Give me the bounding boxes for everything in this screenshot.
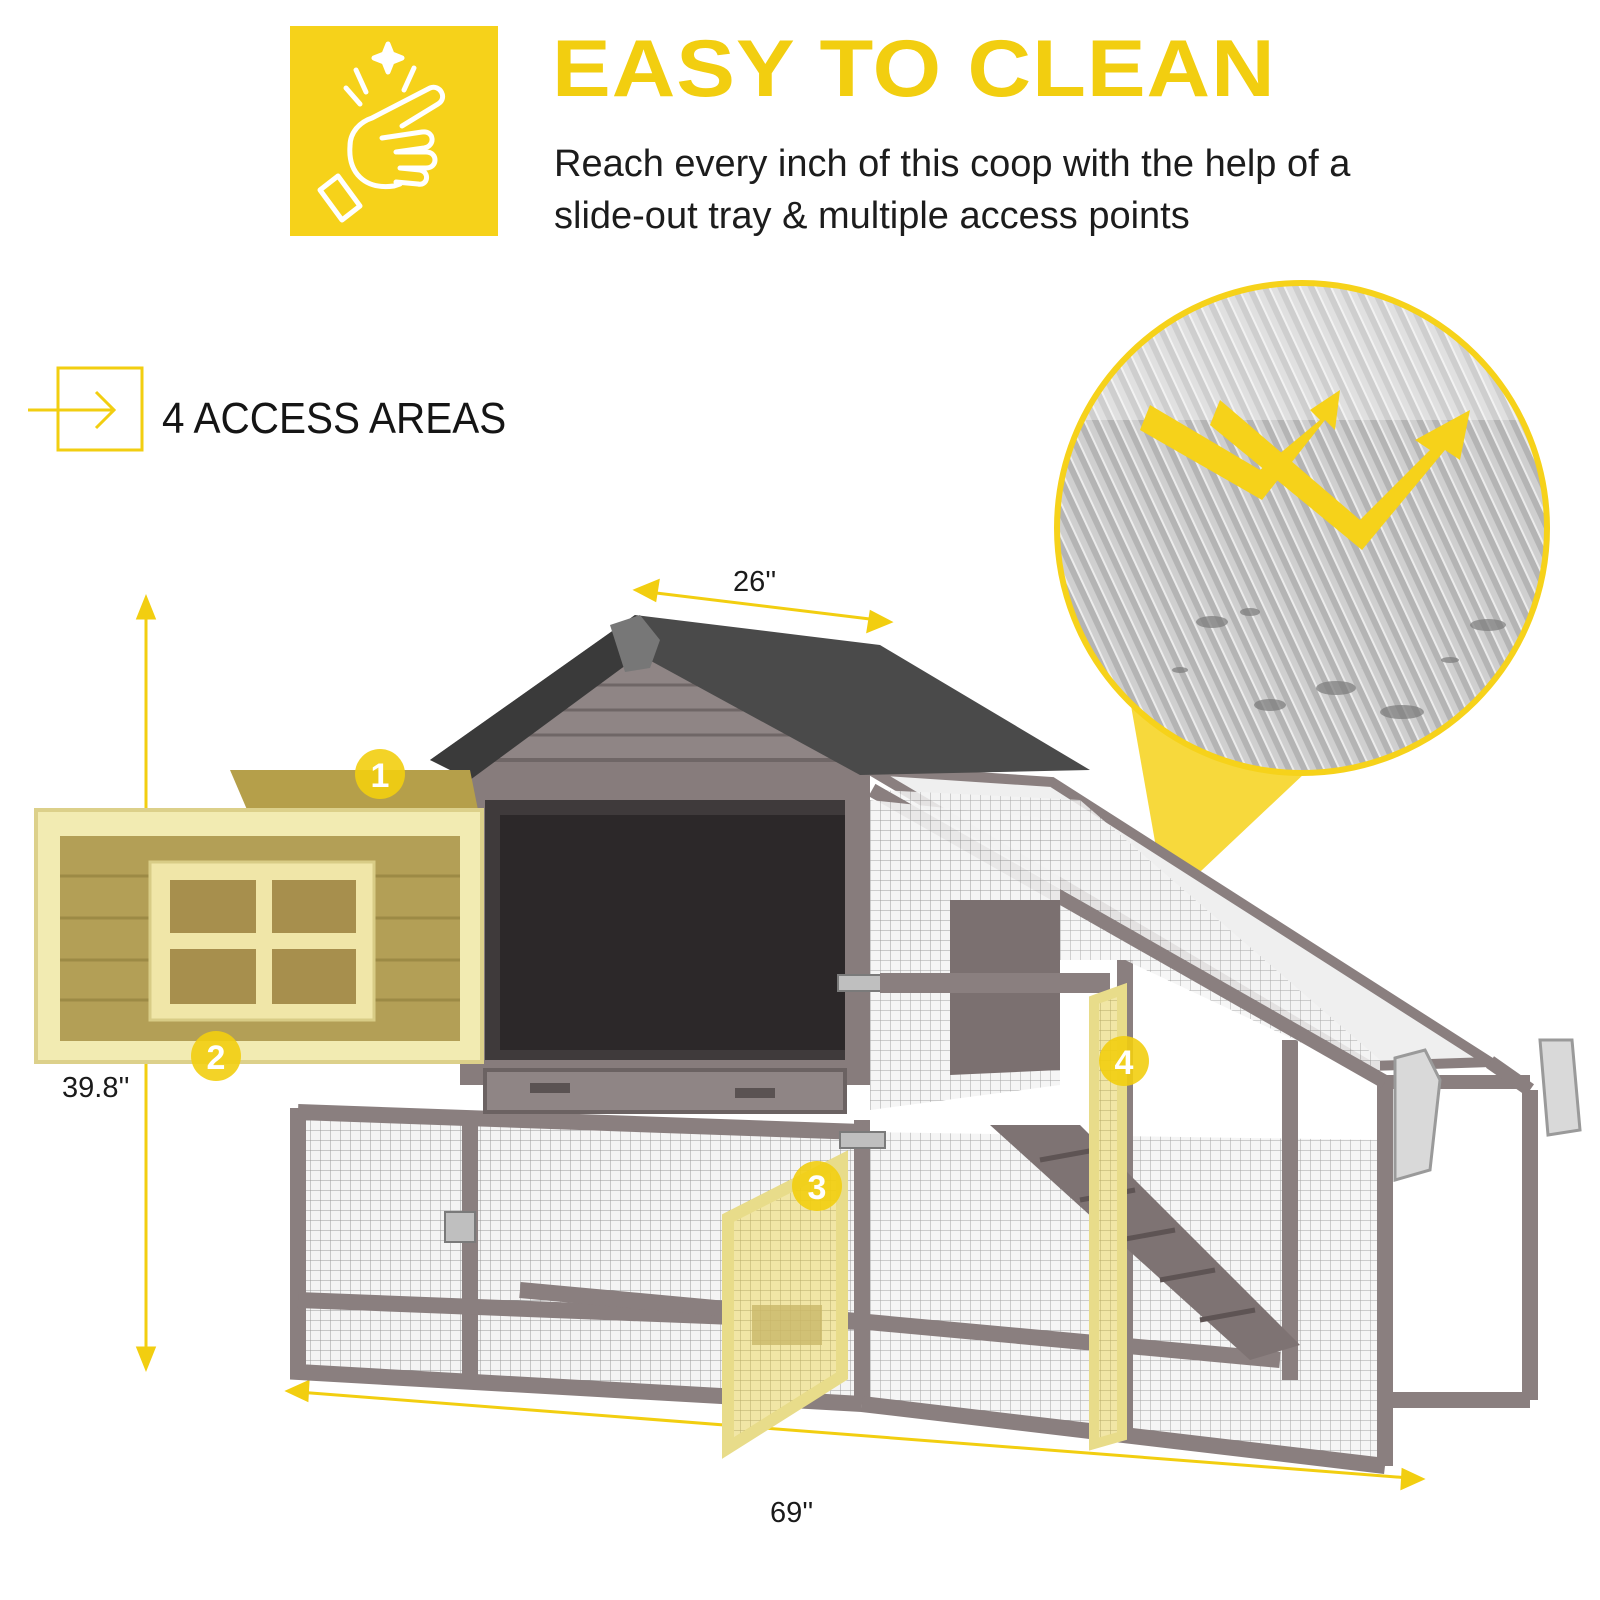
- height-dimension-label: 39.8'': [62, 1072, 130, 1104]
- coop-roof: [430, 615, 1090, 780]
- clean-icon-box: [290, 26, 498, 236]
- access-marker-1: 1: [355, 749, 405, 799]
- length-arrow: [284, 1379, 1426, 1491]
- page-subtitle: Reach every inch of this coop with the h…: [554, 143, 1351, 237]
- length-dimension-label: 69'': [770, 1497, 814, 1529]
- depth-arrow: [632, 578, 894, 634]
- access-door-side: [34, 770, 484, 1064]
- access-marker-3: 3: [792, 1161, 842, 1211]
- svg-text:1: 1: [371, 757, 390, 795]
- access-legend-icon: [28, 366, 148, 459]
- access-marker-2: 2: [191, 1031, 241, 1081]
- depth-dimension-label: 26'': [733, 566, 777, 598]
- door-latch-icon: [444, 974, 886, 1243]
- page-title: EASY TO CLEAN: [552, 22, 1276, 114]
- access-door-run: [1089, 982, 1127, 1451]
- water-runoff-arrows-icon: [1140, 390, 1470, 550]
- svg-text:3: 3: [808, 1169, 827, 1207]
- svg-text:4: 4: [1115, 1044, 1134, 1082]
- arrow-into-box-icon: [28, 366, 144, 452]
- svg-text:2: 2: [207, 1039, 226, 1077]
- coop-house: [444, 637, 1110, 1243]
- coop-ramp: [990, 1125, 1300, 1360]
- snapping-fingers-icon: [317, 41, 445, 223]
- roof-panel-zoom: [1054, 280, 1550, 904]
- access-marker-4: 4: [1099, 1036, 1149, 1086]
- access-areas-label: 4 ACCESS AREAS: [162, 394, 507, 443]
